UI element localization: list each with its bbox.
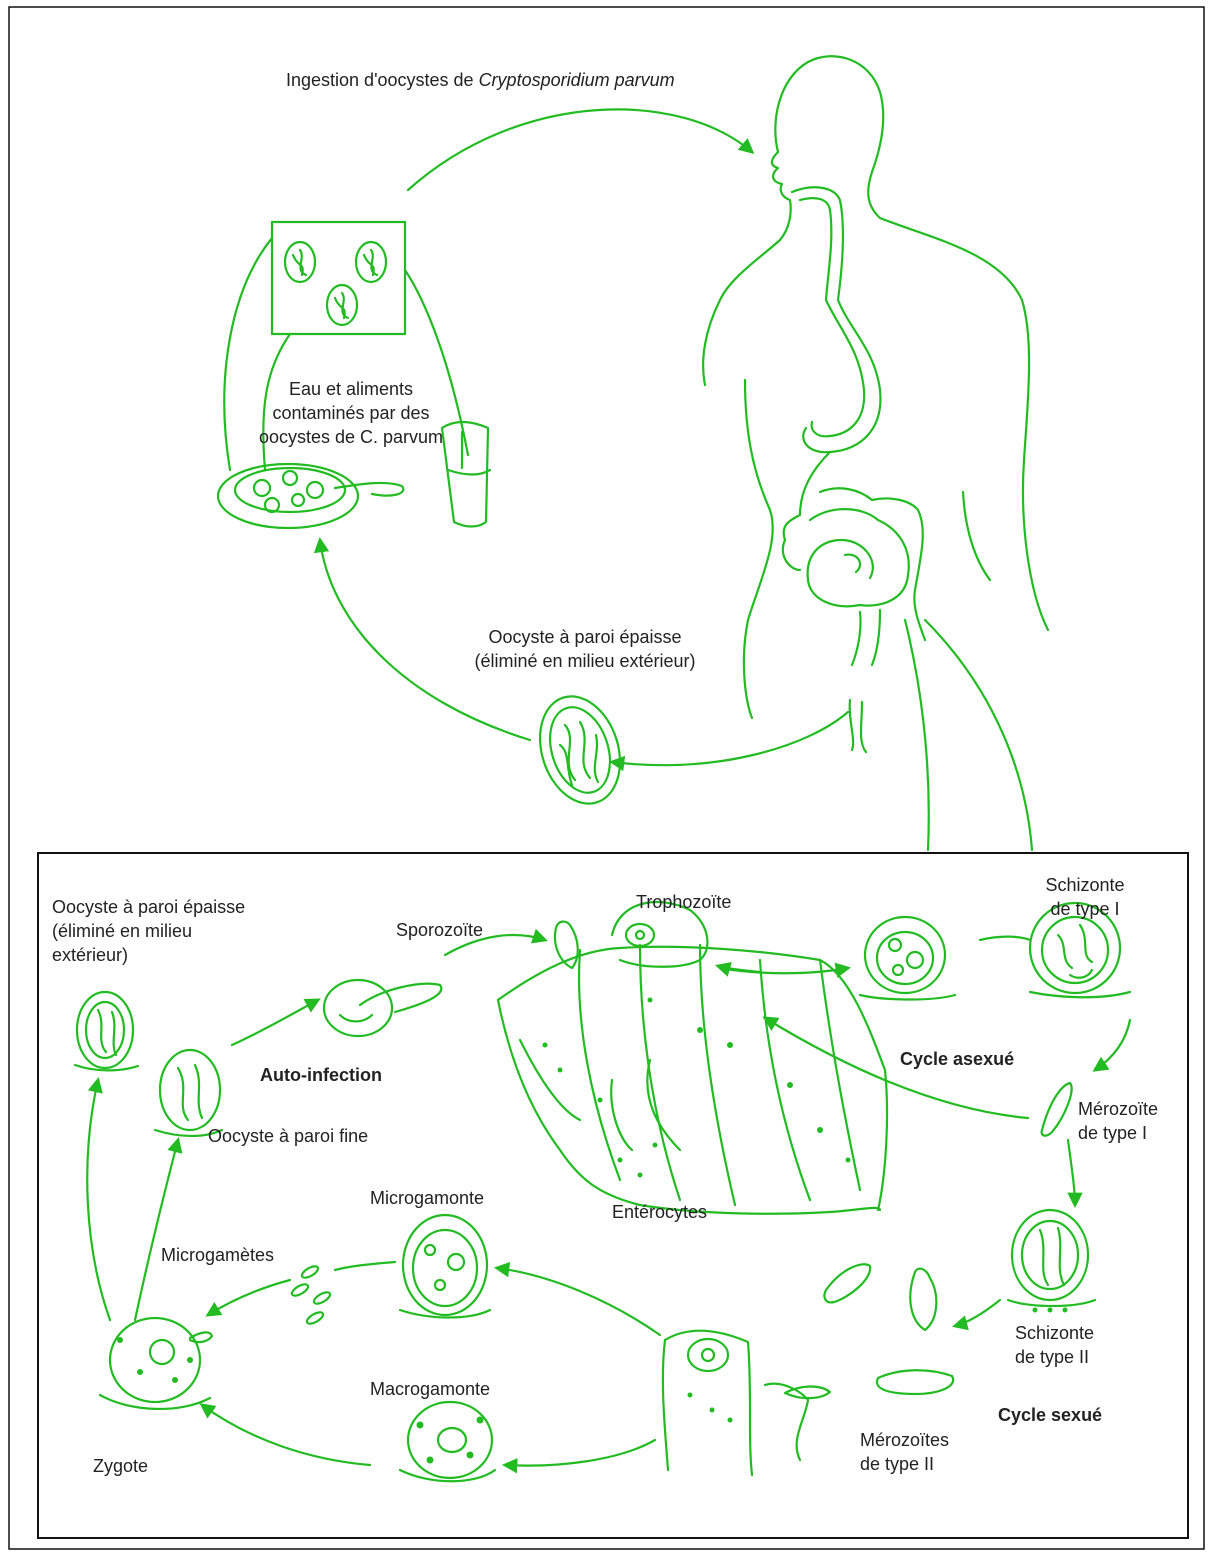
microgametes-illustration [290,1264,332,1326]
schizont-type-1-line-1: Schizonte [1030,873,1140,897]
asexual-cycle-label: Cycle asexué [900,1047,1014,1071]
thick-oocyst-lower-label: Oocyste à paroi épaisse (éliminé en mili… [52,895,245,967]
trophozoite-label: Trophozoïte [636,890,731,914]
merozoite-type-1-line-2: de type I [1078,1121,1158,1145]
ingestion-label-species: Cryptosporidium parvum [479,70,675,90]
arrow-from-microgamont [335,1262,395,1270]
thick-oocyst-top-line-1: Oocyste à paroi épaisse [445,625,725,649]
arrow-macrogamont-to-zygote [202,1405,370,1465]
ingestion-label: Ingestion d'oocystes de Cryptosporidium … [286,68,675,92]
arrow-merozoite-to-schizont-2 [1068,1140,1075,1205]
arrow-zygote-to-thick-oocyst [87,1080,110,1320]
schizont-type-1-line-2: de type I [1030,897,1140,921]
schizont-type-2-label: Schizonte de type II [1015,1321,1094,1369]
contamination-label: Eau et aliments contaminés par des oocys… [246,377,456,449]
excysting-oocyst-illustration [324,980,441,1036]
contamination-line-1: Eau et aliments [246,377,456,401]
merozoite-type-1-illustration [1042,1083,1072,1136]
schizont-type-1-label: Schizonte de type I [1030,873,1140,921]
oocyst-box [272,222,405,334]
zygote-label: Zygote [93,1454,148,1478]
zygote-illustration [100,1318,212,1409]
food-plate [218,464,403,528]
enterocytes-illustration [498,902,887,1214]
schizont-type-2-line-1: Schizonte [1015,1321,1094,1345]
thick-oocyst-illustration [527,686,633,814]
schizont-type-2-illustration [1008,1210,1095,1306]
contamination-line-2: contaminés par des [246,401,456,425]
human-silhouette [703,56,1048,752]
sporozoite-label: Sporozoïte [396,918,483,942]
merozoites-type-2-illustration [824,1264,953,1394]
merozoites-type-2-line-2: de type II [860,1452,949,1476]
zoom-line-1 [905,620,929,850]
arrow-excretion [612,712,848,765]
sexual-cycle-label: Cycle sexué [998,1403,1102,1427]
macrogamont-label: Macrogamonte [370,1377,490,1401]
thick-oocyst-top-label: Oocyste à paroi épaisse (éliminé en mili… [445,625,725,673]
enterocyte-bottom-illustration [663,1331,830,1475]
arrow-zygote-to-thin-oocyst [135,1140,178,1320]
arrow-to-microgamont [497,1268,660,1335]
zoom-line-2 [925,620,1032,850]
thick-oocyst-top-line-2: (éliminé en milieu extérieur) [445,649,725,673]
arrow-to-macrogamont [505,1440,655,1466]
arrow-schizont-to-merozoite [1095,1020,1130,1070]
thick-oocyst-lower-line-1: Oocyste à paroi épaisse [52,895,245,919]
auto-infection-label: Auto-infection [260,1063,382,1087]
arrow-auto-infection [232,1000,318,1045]
thick-oocyst-lower-line-2: (éliminé en milieu [52,919,245,943]
thin-oocyst-label: Oocyste à paroi fine [208,1124,368,1148]
merozoites-type-2-label: Mérozoïtes de type II [860,1428,949,1476]
microgametes-label: Microgamètes [161,1243,274,1267]
ingestion-label-prefix: Ingestion d'oocystes de [286,70,479,90]
microgamont-illustration [400,1215,490,1318]
thick-oocyst-lower-line-3: extérieur) [52,943,245,967]
arrow-microgametes-to-zygote [208,1280,290,1315]
contamination-line-3: oocystes de C. parvum [246,425,456,449]
thick-oocyst-lower-illustration [75,992,138,1070]
enterocytes-label: Entérocytes [612,1200,707,1224]
microgamont-label: Microgamonte [370,1186,484,1210]
merozoite-type-1-line-1: Mérozoïte [1078,1097,1158,1121]
merozoite-type-1-label: Mérozoïte de type I [1078,1097,1158,1145]
merozoites-type-2-line-1: Mérozoïtes [860,1428,949,1452]
arrow-ingestion [408,109,752,190]
schizont-type-2-line-2: de type II [1015,1345,1094,1369]
arrow-to-merozoites-2 [955,1300,1000,1326]
macrogamont-illustration [400,1402,495,1481]
